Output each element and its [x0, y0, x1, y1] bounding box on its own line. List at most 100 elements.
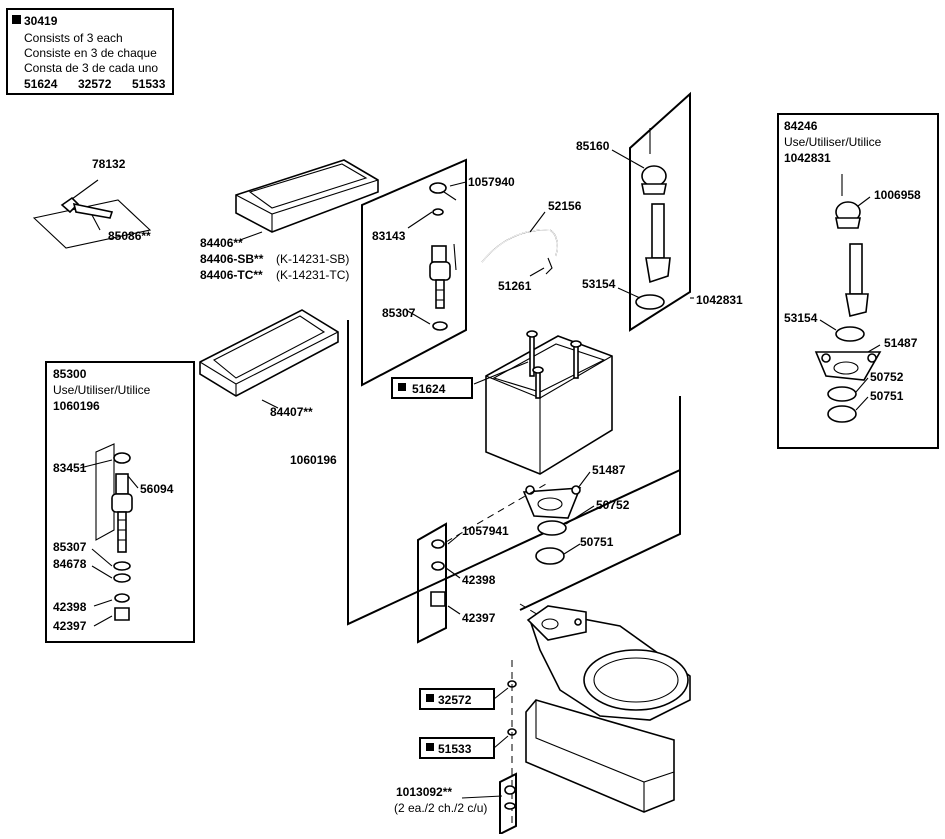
- label-51533: 51533: [438, 742, 472, 756]
- label-51624: 51624: [412, 382, 446, 396]
- label-85307: 85307: [382, 306, 416, 320]
- left-label-84678: 84678: [53, 557, 87, 571]
- label-78132: 78132: [92, 157, 126, 171]
- label-83143: 83143: [372, 229, 406, 243]
- flapper-85160-icon: [641, 165, 667, 187]
- kit-part-1: 51624: [24, 77, 58, 91]
- gasket-50752-icon: [537, 520, 567, 536]
- right-label-50751: 50751: [870, 389, 904, 403]
- overflow-tube-icon: [651, 203, 665, 259]
- part-marker-icon: [426, 743, 434, 751]
- kit-part-3: 51533: [132, 77, 166, 91]
- part-marker-icon: [398, 383, 406, 391]
- tank-assembly-frame: 1060196: [290, 320, 681, 626]
- label-50751: 50751: [580, 535, 614, 549]
- part-marker-icon: [426, 694, 434, 702]
- seal-83143-icon: [432, 208, 444, 216]
- label-84406-sb: 84406-SB**: [200, 252, 264, 266]
- tag-51624: 51624: [391, 377, 473, 399]
- left-label-42398: 42398: [53, 600, 87, 614]
- left-box-use-part: 1060196: [53, 399, 100, 413]
- bowl: [519, 603, 691, 813]
- label-84407: 84407**: [270, 405, 313, 419]
- label-53154: 53154: [582, 277, 616, 291]
- flush-valve-panel: 85160 53154 1042831: [576, 91, 743, 332]
- fill-valve-cap-icon: [113, 452, 131, 464]
- tank: [473, 330, 613, 475]
- overflow-tube-icon: [849, 243, 863, 295]
- washer-84678-icon: [113, 573, 131, 583]
- nut-42397-icon: [430, 591, 446, 607]
- kit-box: 30419 Consists of 3 each Consiste en 3 d…: [6, 8, 174, 95]
- gasket-50752-icon: [827, 386, 857, 402]
- kit-number: 30419: [24, 14, 58, 28]
- washer-42398-icon: [114, 593, 130, 603]
- label-42398: 42398: [462, 573, 496, 587]
- label-52156: 52156: [548, 199, 582, 213]
- trip-lever-handle-icon: [60, 196, 80, 214]
- nut-50751-icon: [535, 547, 565, 565]
- label-85086: 85086**: [108, 229, 151, 243]
- nut-42397-icon: [114, 607, 130, 621]
- tank-to-bowl-parts: 51487 50752 50751: [522, 463, 630, 565]
- left-box-use-label: Use/Utiliser/Utilice: [53, 383, 151, 397]
- left-box-number: 85300: [53, 367, 87, 381]
- left-label-85307: 85307: [53, 540, 87, 554]
- refill-tube-group: 52156 51261: [481, 199, 582, 293]
- label-1057940: 1057940: [468, 175, 515, 189]
- trip-lever-group: 78132 85086**: [32, 157, 152, 249]
- left-label-42397: 42397: [53, 619, 87, 633]
- left-label-83451: 83451: [53, 461, 87, 475]
- label-1057941: 1057941: [462, 524, 509, 538]
- label-84406-tc-model: (K-14231-TC): [276, 268, 349, 282]
- fill-valve-panel: 1057940 83143 85307: [361, 158, 515, 387]
- left-fill-valve-box: 85300 Use/Utiliser/Utilice 1060196 83451…: [45, 361, 195, 643]
- trip-lever-arm-icon: [72, 202, 114, 219]
- label-32572: 32572: [438, 693, 472, 707]
- kit-line-en: Consists of 3 each: [24, 31, 123, 45]
- fill-valve-body-icon: [111, 493, 133, 513]
- bolt-cap-group: 1013092** (2 ea./2 ch./2 c/u): [394, 772, 517, 836]
- bolt-parts-panel: 1057941 42398 42397: [417, 483, 547, 644]
- label-1060196: 1060196: [290, 453, 337, 467]
- right-label-51487: 51487: [884, 336, 918, 350]
- kit-line-es: Consta de 3 de cada uno: [24, 61, 158, 75]
- right-label-50752: 50752: [870, 370, 904, 384]
- right-label-53154: 53154: [784, 311, 818, 325]
- label-84406-sb-model: (K-14231-SB): [276, 252, 349, 266]
- right-flush-valve-box: 84246 Use/Utiliser/Utilice 1042831 10069…: [777, 113, 939, 449]
- right-box-number: 84246: [784, 119, 818, 133]
- fill-valve-cap-1057940-icon: [429, 182, 447, 194]
- kit-part-2: 32572: [78, 77, 112, 91]
- washer-42398-icon: [431, 561, 445, 571]
- tag-51533: 51533: [419, 728, 517, 759]
- washer-85307-icon: [113, 561, 131, 571]
- kit-line-fr: Consiste en 3 de chaque: [24, 46, 157, 60]
- label-85160: 85160: [576, 139, 610, 153]
- gasket-53154-icon: [635, 294, 665, 310]
- label-50752: 50752: [596, 498, 630, 512]
- tank-lid-84407: 84407**: [199, 309, 339, 419]
- tank-body-icon: [485, 335, 613, 475]
- bolt-cap-1013092-icon: [504, 785, 516, 795]
- label-84406: 84406**: [200, 236, 243, 250]
- label-51487: 51487: [592, 463, 626, 477]
- washer-1057941-icon: [431, 539, 445, 549]
- right-box-use-part: 1042831: [784, 151, 831, 165]
- tag-32572: 32572: [419, 680, 517, 710]
- bowl-rim-icon: [583, 649, 689, 711]
- washer-85307-icon: [432, 321, 448, 331]
- label-84406-tc: 84406-TC**: [200, 268, 263, 282]
- label-1013092-note: (2 ea./2 ch./2 c/u): [394, 801, 487, 815]
- gasket-53154-icon: [835, 326, 865, 342]
- label-42397: 42397: [462, 611, 496, 625]
- label-51261: 51261: [498, 279, 532, 293]
- right-box-use-label: Use/Utiliser/Utilice: [784, 135, 882, 149]
- part-marker-icon: [12, 15, 21, 24]
- right-label-1006958: 1006958: [874, 188, 921, 202]
- bracket-51487-icon: [814, 351, 882, 381]
- bracket-51487-icon: [522, 487, 582, 519]
- tank-lid-84406: 84406** 84406-SB** (K-14231-SB) 84406-TC…: [200, 159, 379, 282]
